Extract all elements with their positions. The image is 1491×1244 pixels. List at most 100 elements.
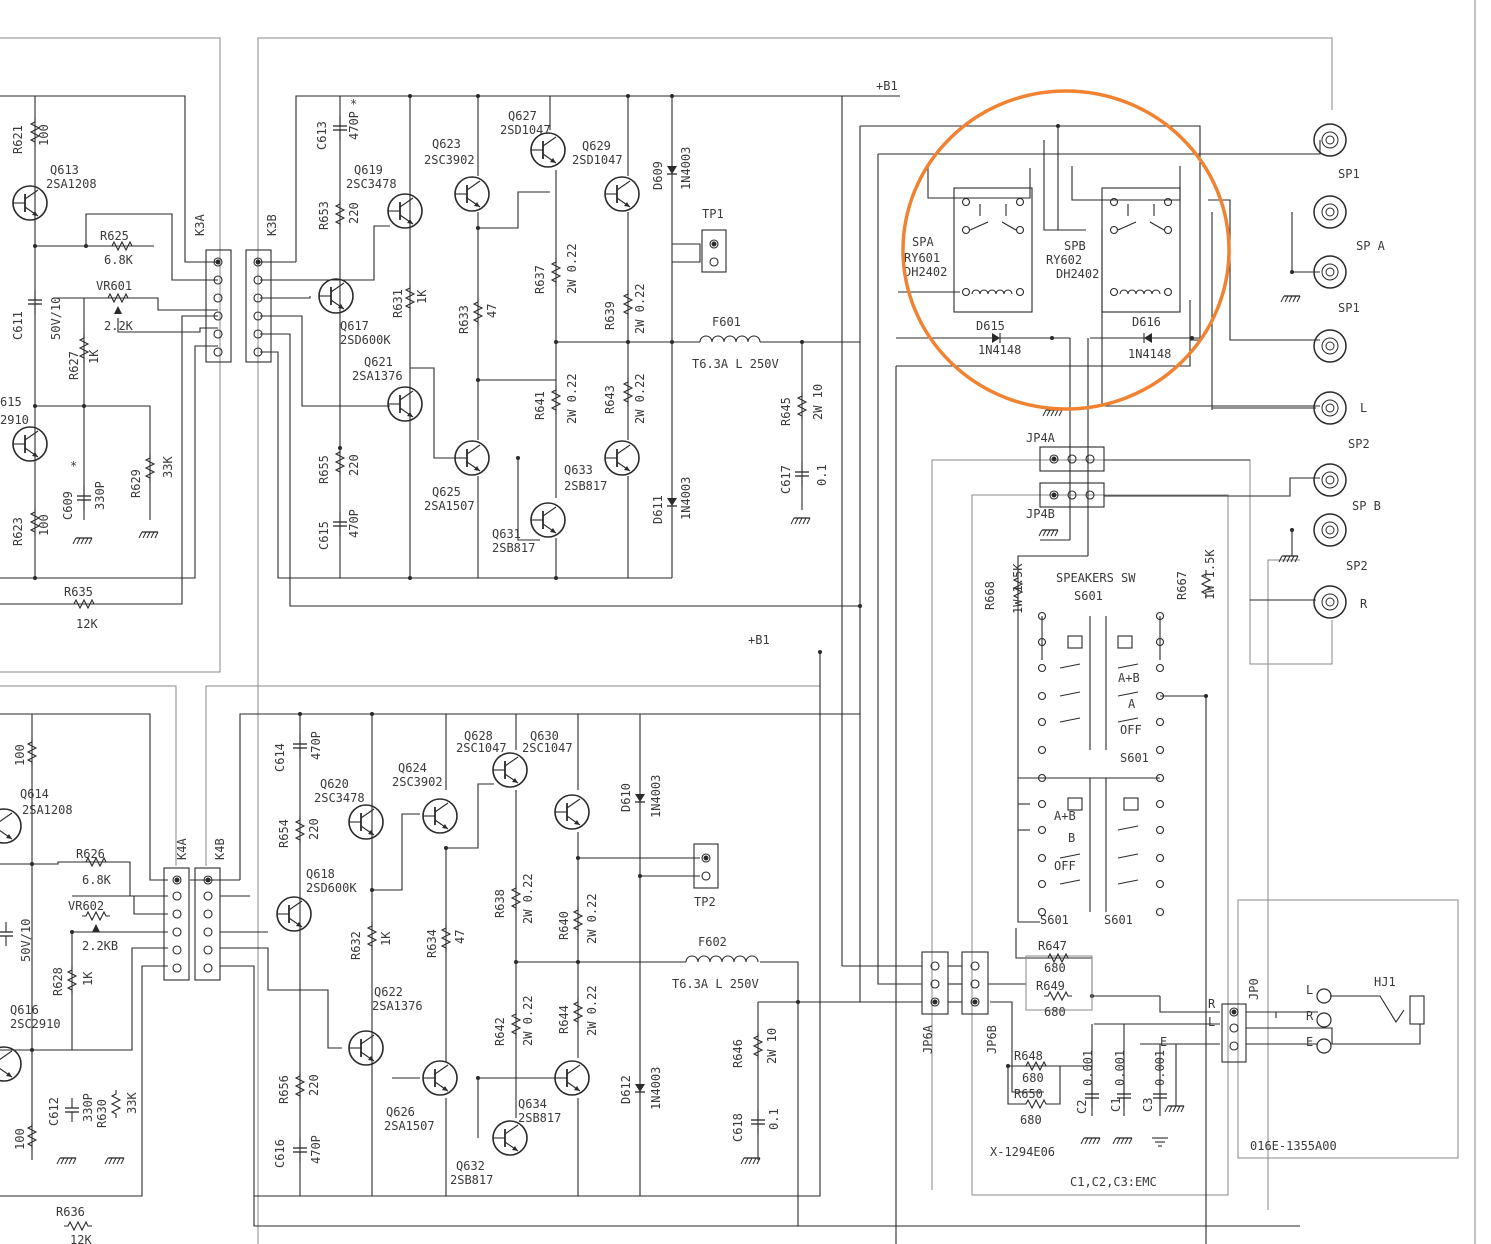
- label-r668: R668: [983, 581, 997, 610]
- relay-ry601-contacts: [961, 197, 1025, 297]
- terminal-sp-b-1: [1313, 463, 1347, 497]
- label-r625-value: 6.8K: [104, 253, 134, 267]
- label-q613-part: 2SA1208: [46, 177, 97, 191]
- label-q619-part: 2SC3478: [346, 177, 397, 191]
- label-c616: C616: [273, 1139, 287, 1168]
- label-jp6a: JP6A: [921, 1024, 935, 1054]
- label-r643-value: 2W 0.22: [633, 373, 647, 424]
- label-vr602: VR602: [68, 899, 104, 913]
- relay-ry602-box: [1101, 187, 1181, 313]
- label-r653: R653: [317, 201, 331, 230]
- label-q620: Q620: [320, 777, 349, 791]
- label-switch-ab2: A+B: [1054, 809, 1076, 823]
- label-r654-value: 220: [307, 818, 321, 840]
- label-r641-value: 2W 0.22: [565, 373, 579, 424]
- relay-section: SPA RY601 DH2402 SPB RY602 DH2402 D615 1…: [904, 187, 1181, 417]
- headphone-network: R647 680 R649 680 R648 680 R650 680 C2 0…: [990, 939, 1216, 1189]
- label-q633-part: 2SB817: [564, 479, 607, 493]
- label-r642: R642: [493, 1017, 507, 1046]
- label-q630: Q630: [530, 729, 559, 743]
- label-c613: C613: [315, 121, 329, 150]
- tp1-box: [701, 229, 727, 273]
- label-q634-part: 2SB817: [518, 1111, 561, 1125]
- label-c618: C618: [731, 1113, 745, 1142]
- label-r631-value: 1K: [415, 289, 429, 304]
- label-f602-rating: T6.3A L 250V: [672, 977, 759, 991]
- label-r628: R628: [51, 967, 65, 996]
- label-q616: Q616: [10, 1003, 39, 1017]
- label-q615: 615: [0, 395, 22, 409]
- label-tp2: TP2: [694, 895, 716, 909]
- label-q631: Q631: [492, 527, 521, 541]
- label-r645: R645: [779, 397, 793, 426]
- label-c616-value: 470P: [309, 1135, 323, 1164]
- label-r100-bot: 100: [13, 1128, 27, 1150]
- label-d609: D609: [651, 161, 665, 190]
- label-q625-part: 2SA1507: [424, 499, 475, 513]
- label-q622-part: 2SA1376: [372, 999, 423, 1013]
- label-switch-off: OFF: [1120, 723, 1142, 737]
- label-switch-a: A: [1128, 697, 1136, 711]
- label-c3-value: 0.001: [1153, 1050, 1167, 1086]
- label-r647: R647: [1038, 939, 1067, 953]
- label-r640: R640: [557, 911, 571, 940]
- label-r655-value: 220: [347, 454, 361, 476]
- label-q627: Q627: [508, 109, 537, 123]
- label-l: L: [1360, 401, 1367, 415]
- label-r650: R650: [1014, 1087, 1043, 1101]
- label-r646-value: 2W 10: [765, 1028, 779, 1064]
- label-vr602-value: 2.2KB: [82, 939, 118, 953]
- connector-k4: K4A K4B: [163, 838, 227, 981]
- label-f601: F601: [712, 315, 741, 329]
- label-q617-part: 2SD600K: [340, 333, 391, 347]
- label-r631: R631: [391, 289, 405, 318]
- label-r626: R626: [76, 847, 105, 861]
- label-q623: Q623: [432, 137, 461, 151]
- lower-channel-wiring: [0, 652, 1300, 1227]
- label-r633: R633: [457, 305, 471, 334]
- connector-jp4: JP4A JP4B: [1026, 431, 1105, 537]
- label-r632-value: 1K: [379, 931, 393, 946]
- label-d612-part: 1N4003: [649, 1067, 663, 1110]
- label-q616-part: 2SC2910: [10, 1017, 61, 1031]
- label-c609-value: 330P: [93, 481, 107, 510]
- label-r667: R667: [1175, 571, 1189, 600]
- label-r638-value: 2W 0.22: [521, 873, 535, 924]
- label-r637-value: 2W 0.22: [565, 243, 579, 294]
- label-r640-value: 2W 0.22: [585, 893, 599, 944]
- label-q621: Q621: [364, 355, 393, 369]
- label-c1: C1: [1109, 1098, 1123, 1112]
- label-r656: R656: [277, 1075, 291, 1104]
- label-r636-value: 12K: [70, 1233, 92, 1244]
- label-d609-part: 1N4003: [679, 147, 693, 190]
- label-c612-value-top: 50V/10: [19, 919, 33, 962]
- label-sp-a: SP A: [1356, 239, 1386, 253]
- label-r626-value: 6.8K: [82, 873, 112, 887]
- label-f602: F602: [698, 935, 727, 949]
- relay-ry602-contacts: [1109, 197, 1173, 297]
- label-board-l: L: [1208, 1015, 1215, 1029]
- label-speakers-sw: SPEAKERS SW: [1056, 571, 1136, 585]
- label-r642-value: 2W 0.22: [521, 995, 535, 1046]
- label-r647-value: 680: [1044, 961, 1066, 975]
- terminal-r: [1313, 585, 1347, 619]
- label-r627-value: 1K: [87, 349, 101, 364]
- label-r630: R630: [95, 1099, 109, 1128]
- label-board-r: R: [1208, 997, 1216, 1011]
- label-r667-value: 1W 1.5K: [1203, 549, 1217, 600]
- label-r636: R636: [56, 1205, 85, 1219]
- relay-ry601-box: [953, 187, 1033, 313]
- terminal-sp1-mid: [1313, 329, 1347, 363]
- label-r633-value: 47: [485, 304, 499, 318]
- label-r649: R649: [1036, 979, 1065, 993]
- fuse-f601-symbol: [699, 335, 761, 343]
- label-d610: D610: [619, 783, 633, 812]
- label-ry601: RY601: [904, 251, 940, 265]
- label-s601-top: S601: [1074, 589, 1103, 603]
- label-sp2-bot: SP2: [1346, 559, 1368, 573]
- label-r641: R641: [533, 391, 547, 420]
- label-r639: R639: [603, 301, 617, 330]
- label-q624: Q624: [398, 761, 427, 775]
- label-q617: Q617: [340, 319, 369, 333]
- label-c612: C612: [47, 1097, 61, 1126]
